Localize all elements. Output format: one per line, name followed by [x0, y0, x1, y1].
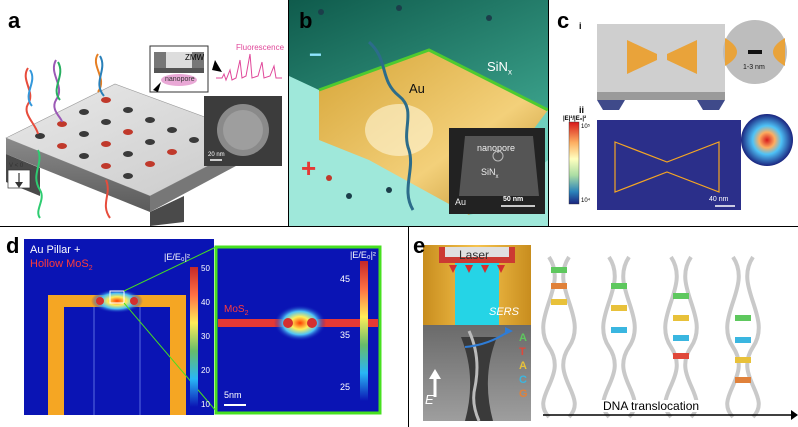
colorbar-title-d-left: |E/E₀|²	[164, 252, 190, 262]
panel-a-illustration	[5, 45, 282, 226]
voltage-label: V < 0	[9, 163, 24, 169]
scale-label-d: 5nm	[224, 390, 242, 400]
dna-strands	[24, 53, 111, 219]
d-title-line1: Au Pillar +	[30, 244, 81, 256]
nanopore-array	[35, 97, 199, 179]
divider-vertical-bottom	[408, 227, 409, 427]
minus-sign: −	[309, 42, 322, 67]
base-sequence: A T A C G	[519, 333, 531, 413]
mos2-sub: 2	[244, 310, 249, 317]
laser-arrows	[449, 265, 505, 273]
bowtie-outline	[614, 141, 720, 193]
fluorescence-label: Fluorescence	[236, 43, 285, 52]
panel-label-b: b	[299, 8, 313, 33]
panel-d-illustration	[24, 239, 382, 415]
panel-b: b Au SiNx − + nanopore SiNx Au 50 nm	[289, 0, 548, 226]
base-0: A	[519, 332, 527, 344]
panel-d: d Au Pillar + Hollow MoS2 |E/E₀|² 50 40 …	[0, 227, 408, 427]
sin-label-sub: x	[507, 67, 512, 77]
divider-vertical-top-left	[288, 0, 289, 226]
subpanel-i: i	[579, 21, 582, 31]
colorbar-title-c: |E|²/|E₀|²	[563, 116, 587, 122]
gap-label: 1-3 nm	[743, 64, 765, 71]
d-title-line2: Hollow MoS2	[30, 258, 93, 273]
nanopore-label-a: nanopore	[165, 76, 195, 83]
au-label: Au	[409, 81, 425, 96]
base-3: C	[519, 374, 527, 386]
tick-left-2: 30	[201, 332, 210, 341]
panel-label-c: c	[557, 8, 570, 33]
inset-au-label: Au	[455, 197, 467, 207]
panel-label-e: e	[413, 233, 426, 258]
inset-sin-main: SiN	[481, 167, 496, 177]
inset-sin-sub: x	[495, 173, 499, 180]
fluorescence-trace	[216, 53, 282, 82]
zmw-label: ZMW	[185, 53, 205, 62]
ions-b	[318, 5, 492, 199]
subpanel-ii: ii	[579, 105, 585, 115]
panel-b-illustration	[289, 0, 548, 226]
tick-left-1: 40	[201, 298, 210, 307]
colorbar-top-c: 10⁵	[581, 124, 591, 130]
sin-label-main: SiN	[487, 59, 508, 74]
scale-label-c: 40 nm	[709, 196, 729, 203]
au-pillar-frame	[48, 295, 186, 415]
inset-scale-label: 50 nm	[503, 196, 524, 203]
divider-vertical-top-right	[548, 0, 549, 226]
panel-e: e Laser SERS E A T A C G DNA translocati…	[409, 227, 798, 427]
base-highlights	[551, 267, 751, 383]
panel-c-illustration	[568, 20, 793, 210]
tick-right-2: 25	[340, 382, 351, 392]
divider-horizontal	[0, 226, 798, 227]
colorbar-ticks-left: 50 40 30 20 10	[201, 265, 217, 415]
panel-label-a: a	[8, 8, 21, 33]
panel-a: a	[0, 0, 288, 226]
tem-scale-label-a: 20 nm	[208, 152, 225, 158]
base-1: T	[519, 346, 526, 358]
mos2-main: MoS	[224, 304, 245, 315]
tick-left-3: 20	[201, 366, 210, 375]
translocation-caption: DNA translocation	[599, 400, 704, 412]
tick-left-4: 10	[201, 400, 210, 409]
dna-helices	[541, 255, 761, 419]
base-4: G	[519, 388, 528, 400]
panel-label-d: d	[6, 233, 20, 258]
tick-right-1: 35	[340, 330, 351, 340]
d-title-line2-sub: 2	[88, 265, 93, 273]
base-2: A	[519, 360, 527, 372]
d-title-line2-main: Hollow MoS	[30, 258, 89, 270]
sin-label: SiNx	[487, 60, 512, 77]
tick-left-0: 50	[201, 264, 210, 273]
colorbar-bottom-c: 10⁴	[581, 198, 591, 204]
mos2-label: MoS2	[224, 304, 249, 318]
laser-label: Laser	[459, 248, 490, 262]
sers-label: SERS	[489, 306, 519, 318]
inset-sin-label: SiNx	[481, 168, 499, 180]
dna-strand-b	[367, 40, 415, 211]
panel-e-illustration	[423, 245, 798, 422]
panel-c: c i ii 1-3 nm |E|²/|E₀|² 10⁵ 10⁴ 40 nm	[549, 0, 798, 226]
colorbar-title-d-right: |E/E₀|²	[350, 250, 376, 260]
plus-sign: +	[301, 153, 317, 183]
e-field-label: E	[425, 392, 434, 407]
tick-right-0: 45	[340, 274, 351, 284]
inset-nanopore-label: nanopore	[477, 143, 516, 153]
